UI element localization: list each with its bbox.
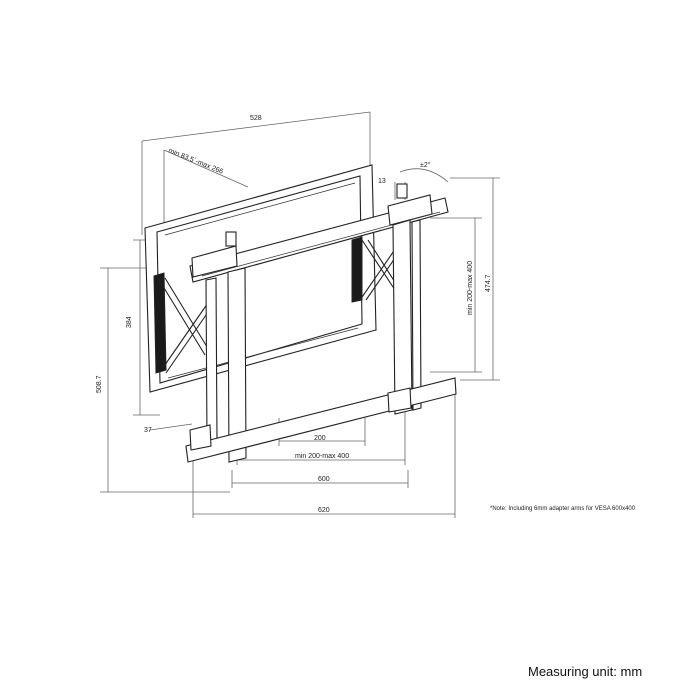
label-overall-width: 528 xyxy=(250,115,262,122)
label-right-height: 474.7 xyxy=(485,274,492,292)
label-rail-620: 620 xyxy=(318,507,330,514)
top-rail xyxy=(189,183,449,283)
label-adjust: 13 xyxy=(378,178,386,185)
unit-label: Measuring unit: mm xyxy=(528,664,643,679)
note-text: *Note: Including 6mm adapter arms for VE… xyxy=(490,506,636,512)
vertical-arms xyxy=(205,219,422,463)
wall-plate xyxy=(144,164,377,393)
label-total-height: 508.7 xyxy=(96,375,103,393)
label-offset: 37 xyxy=(144,427,152,434)
scissor-arms xyxy=(157,239,405,374)
label-tilt: ±2° xyxy=(420,161,431,169)
label-vesa-h-range: min 200-max 400 xyxy=(295,453,349,460)
label-left-height: 384 xyxy=(126,316,133,328)
dimension-lines xyxy=(100,111,500,518)
label-vesa-v-range: min 200-max 400 xyxy=(467,261,474,315)
label-arm-range: min 83.5´-max 266 xyxy=(167,147,224,175)
bottom-rail xyxy=(185,377,457,463)
label-rail-600: 600 xyxy=(318,476,330,483)
label-center-spacing: 200 xyxy=(314,435,326,442)
